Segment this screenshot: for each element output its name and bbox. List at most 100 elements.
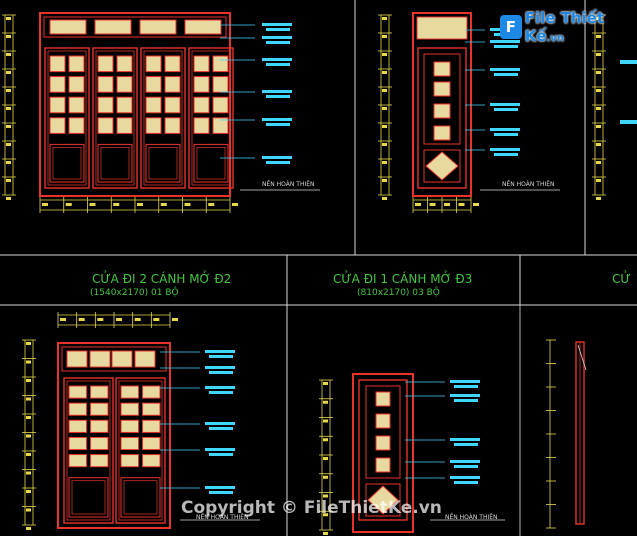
leader-label	[450, 460, 480, 463]
logo-name: File Thiết Kế	[524, 9, 605, 45]
door-leaf	[44, 47, 90, 189]
door-panel	[164, 76, 181, 93]
dimension-text	[382, 71, 387, 74]
dimension-text	[26, 360, 31, 364]
door-panel	[68, 402, 87, 416]
door-panel	[145, 96, 162, 114]
dimension-text	[382, 107, 387, 110]
dimension-text	[26, 508, 31, 512]
leader-label	[205, 386, 235, 389]
dimension-text	[208, 203, 215, 206]
view-subtitle-d2: (1540x2170) 01 BỘ	[90, 288, 179, 298]
door-panel	[164, 96, 181, 114]
lower-panel	[365, 483, 401, 517]
dimension-text	[596, 143, 601, 146]
door-leaf	[358, 379, 408, 521]
door-panel	[212, 55, 229, 73]
leader-label	[262, 90, 292, 93]
diamond-panel	[425, 151, 459, 181]
dimension-text	[415, 203, 421, 206]
site-logo: F File Thiết Kế.vn	[500, 9, 637, 45]
dimension-text	[382, 89, 387, 92]
leader-label	[620, 120, 637, 124]
door-panel	[433, 125, 451, 141]
door-panel	[49, 96, 66, 114]
leader-label	[209, 427, 233, 430]
leader-label	[266, 28, 290, 31]
dimension-text	[596, 179, 601, 182]
dimension-text	[323, 475, 328, 479]
door-leaf	[140, 47, 186, 189]
leader-label	[490, 40, 520, 43]
dimension-text	[6, 143, 11, 146]
leader-label	[450, 394, 480, 397]
transom-panel	[139, 19, 177, 35]
door-frame	[57, 342, 171, 529]
leader-label	[494, 45, 518, 48]
view-title-d3: CỬA ĐI 1 CÁNH MỞ Đ3	[333, 272, 473, 286]
door-panel	[375, 391, 391, 407]
leader-label	[454, 385, 478, 388]
logo-domain: .vn	[546, 33, 564, 44]
door-panel	[90, 454, 109, 468]
door-panel	[120, 419, 139, 433]
door-panel	[142, 419, 161, 433]
dimension-text	[60, 318, 66, 321]
leader-label	[209, 371, 233, 374]
door-panel	[97, 76, 114, 93]
dimension-text	[26, 434, 31, 438]
leader-label	[209, 491, 233, 494]
floor-level-note-1: NỀN HOÀN THIỆN	[262, 181, 315, 188]
door-panel	[164, 117, 181, 134]
door-panel	[90, 436, 109, 451]
door-frame	[352, 373, 414, 533]
transom	[43, 16, 227, 38]
leader-label	[266, 161, 290, 164]
door-panel	[116, 117, 133, 134]
view-title-partial: CỬ	[612, 272, 631, 286]
dimension-text	[429, 203, 436, 206]
leader-label	[205, 448, 235, 451]
dimension-text	[382, 197, 387, 200]
door-panel	[90, 419, 109, 433]
lower-panel	[193, 143, 229, 183]
leader-label	[494, 73, 518, 76]
door-panel	[90, 402, 109, 416]
door-panel	[433, 61, 451, 77]
dimension-text	[596, 35, 601, 38]
leader-label	[205, 486, 235, 489]
dimension-text	[596, 53, 601, 56]
door-leaf-inner	[118, 380, 163, 521]
door-panel	[375, 457, 391, 473]
dimension-text	[6, 35, 11, 38]
leader-label	[494, 153, 518, 156]
leader-label	[209, 391, 233, 394]
door-panel	[142, 436, 161, 451]
dimension-text	[89, 203, 96, 206]
dimension-text	[323, 532, 328, 535]
lower-panel	[97, 143, 133, 183]
dimension-text	[6, 125, 11, 128]
dimension-text	[596, 125, 601, 128]
door-panel	[120, 402, 139, 416]
door-leaf	[63, 377, 114, 524]
door-leaf	[115, 377, 166, 524]
view-subtitle-d3: (810x2170) 03 BỘ	[357, 288, 440, 298]
door-frame	[412, 12, 472, 197]
dimension-text	[78, 318, 85, 321]
dimension-text	[97, 318, 104, 321]
door-panel	[193, 96, 210, 114]
dimension-text	[153, 318, 160, 321]
door-leaf-inner	[66, 380, 111, 521]
dimension-text	[323, 438, 328, 442]
door-panel	[49, 55, 66, 73]
leader-label	[209, 453, 233, 456]
dimension-text	[382, 125, 387, 128]
dimension-text	[444, 203, 450, 206]
dimension-text	[65, 203, 72, 206]
door-panel	[68, 117, 85, 134]
leader-label	[266, 123, 290, 126]
door-panel	[90, 385, 109, 399]
floor-level-note-3: NỀN HOÀN THIỆN	[445, 514, 498, 521]
door-panel	[433, 81, 451, 97]
